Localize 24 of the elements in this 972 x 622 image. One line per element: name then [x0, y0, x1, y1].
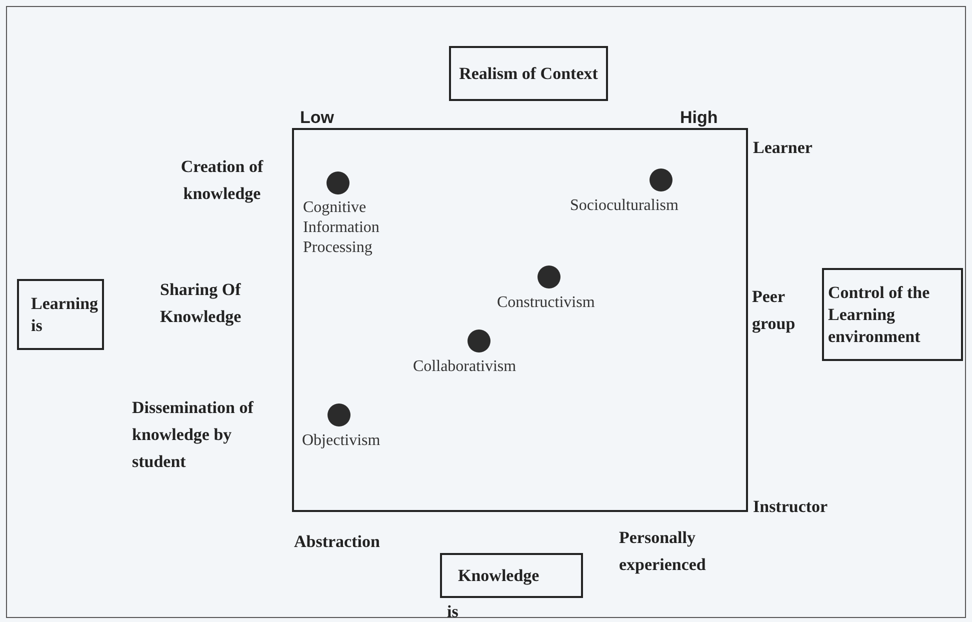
axis-label: Sharing Of Knowledge	[160, 279, 242, 328]
dimension-box	[822, 268, 963, 361]
box-label: Learning is	[31, 292, 100, 336]
box-label: Control of the Learning environment	[828, 282, 931, 348]
theory-label: Objectivism	[302, 431, 380, 451]
axis-label: Creation of knowledge	[180, 156, 264, 205]
theory-label: Socioculturalism	[570, 196, 678, 216]
theory-label: Cognitive Information Processing	[303, 198, 380, 258]
axis-label: High	[680, 107, 719, 129]
axis-label: Instructor	[753, 496, 829, 518]
axis-label: Personally experienced	[619, 527, 707, 576]
box-label: Knowledge	[458, 564, 540, 586]
axis-label: Low	[300, 107, 335, 129]
axis-label: Abstraction	[294, 531, 381, 553]
axis-label: Learner	[753, 137, 814, 159]
axis-label: Peer group	[752, 286, 796, 335]
theory-label: Constructivism	[497, 293, 595, 313]
theory-label: Collaborativism	[413, 357, 516, 377]
axis-label: Dissemination of knowledge by student	[132, 397, 255, 473]
quadrant-frame	[292, 128, 748, 512]
dimension-box	[17, 279, 104, 350]
box-label: Realism of Context	[459, 62, 598, 84]
dimension-box	[449, 46, 608, 101]
box-label: is	[447, 601, 458, 622]
